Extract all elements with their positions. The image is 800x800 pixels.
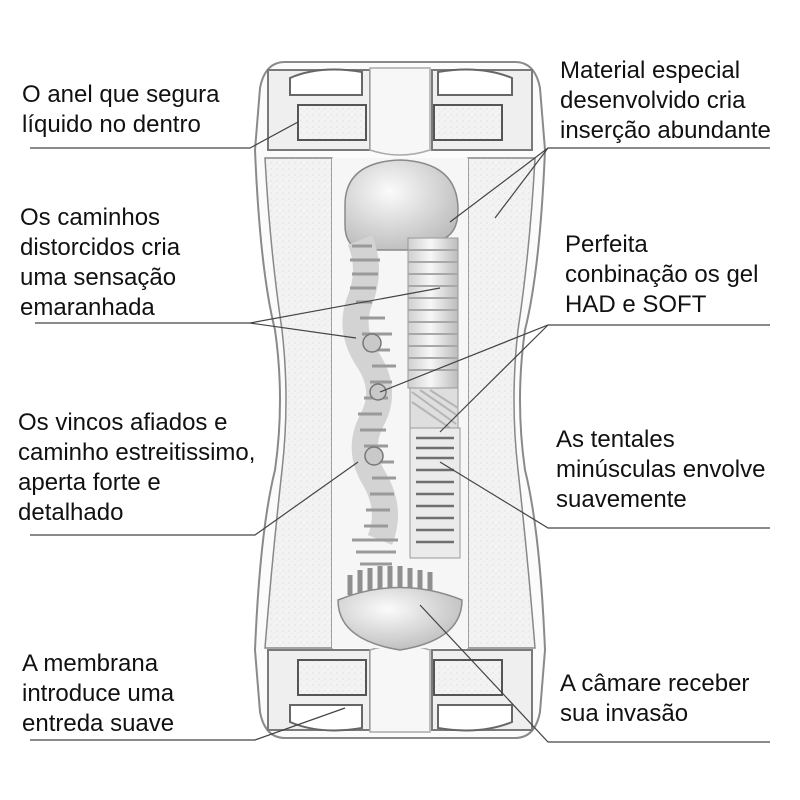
callout-tentacles: As tentales minúsculas envolve suavement… — [556, 426, 766, 513]
chamber-dome — [337, 586, 463, 651]
bottom-ring-left — [297, 659, 367, 696]
top-opening — [369, 67, 431, 156]
leader-line-gel-2 — [439, 324, 549, 433]
top-ring-right — [433, 104, 503, 141]
leader-line-creases — [30, 461, 359, 536]
callout-membrane: A membrana introduce uma entreda suave — [22, 650, 175, 737]
twisted-path — [342, 235, 398, 566]
leader-lines-left — [30, 121, 441, 741]
leader-lines-right — [379, 147, 770, 743]
callout-special-material: Material especial desenvolvido cria inse… — [560, 57, 771, 144]
gel-wall-left — [264, 157, 333, 649]
leader-line-chamber — [419, 604, 770, 743]
callout-ring: O anel que segura líquido no dentro — [22, 81, 220, 138]
callout-chamber: A câmare receber sua invasão — [560, 670, 750, 727]
ribbed-shaft — [407, 237, 461, 559]
top-ring-left — [297, 104, 367, 141]
bottom-teeth — [347, 566, 433, 595]
leader-line-paths-2 — [249, 287, 441, 324]
bottom-ring-right — [433, 659, 503, 696]
leader-line-material-2 — [494, 147, 549, 219]
bottom-opening — [369, 644, 431, 733]
callout-sharp-creases: Os vincos afiados e caminho estreitissim… — [18, 409, 256, 526]
callout-twisted-paths: Os caminhos distorcidos cria uma sensaçã… — [20, 204, 181, 321]
gel-wall-right — [467, 157, 536, 649]
head-dome — [344, 159, 459, 251]
leader-line-tentacles — [439, 461, 770, 529]
leader-line-membrane — [30, 707, 346, 741]
leader-line-ring — [30, 121, 299, 149]
callout-gel-combination: Perfeita conbinação os gel HAD e SOFT — [565, 231, 759, 318]
